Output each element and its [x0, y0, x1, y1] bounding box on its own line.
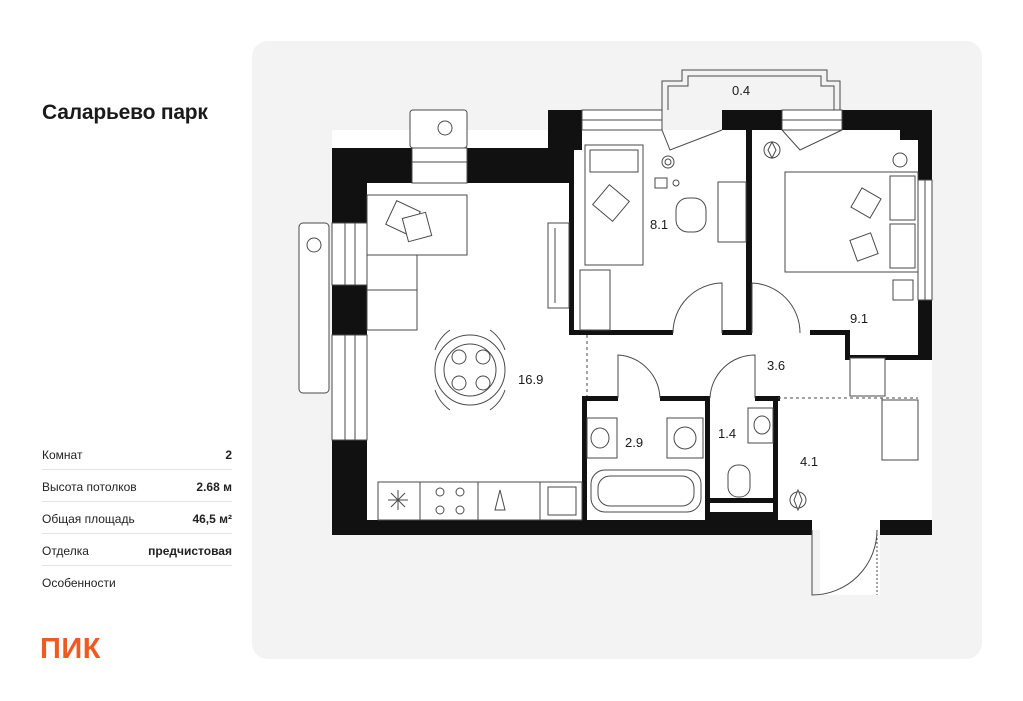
snowflake-icon	[388, 490, 408, 510]
spec-features: Особенности	[42, 566, 232, 598]
small-bedroom-furniture	[579, 144, 747, 331]
label-hall: 3.6	[767, 358, 785, 373]
spec-rooms: Комнат 2	[42, 438, 232, 470]
desk-chair	[675, 197, 707, 233]
burner-4	[455, 505, 465, 515]
kitchen-living-furniture	[366, 194, 583, 521]
ac-units	[298, 109, 468, 394]
desk	[717, 181, 747, 243]
label-entrance: 4.1	[800, 454, 818, 469]
burner-1	[435, 487, 445, 497]
toy-2	[654, 177, 668, 189]
spec-ceiling: Высота потолков 2.68 м	[42, 470, 232, 502]
windows	[331, 109, 933, 441]
entrance-wardrobe	[881, 399, 919, 461]
project-title: Саларьево парк	[42, 101, 208, 124]
bedside-table	[892, 279, 914, 301]
large-bedroom-furniture	[784, 152, 919, 461]
spec-ceiling-label: Высота потолков	[42, 479, 137, 494]
room-labels: 0.4 16.9 8.1 9.1 3.6 2.9 1.4 4.1	[518, 83, 868, 469]
burner-2	[455, 487, 465, 497]
tv-unit	[547, 222, 570, 309]
specs-table: Комнат 2 Высота потолков 2.68 м Общая пл…	[42, 438, 232, 598]
plate-2	[475, 349, 491, 365]
spec-area: Общая площадь 46,5 м²	[42, 502, 232, 534]
spec-ceiling-value: 2.68 м	[196, 479, 232, 494]
wardrobe-large	[849, 357, 886, 397]
plant-icon	[763, 140, 807, 512]
label-bedroom-small: 8.1	[650, 217, 668, 232]
pillow-2	[849, 232, 879, 262]
plate-1	[451, 349, 467, 365]
spec-finish-label: Отделка	[42, 543, 89, 558]
pik-logo: ПИК	[40, 633, 101, 665]
bathroom-furniture	[586, 407, 774, 513]
burner-3	[435, 505, 445, 515]
toilet-bowl	[727, 464, 751, 498]
pillow-1	[850, 187, 882, 219]
spec-finish-value: предчистовая	[148, 543, 232, 558]
label-bathroom: 2.9	[625, 435, 643, 450]
spec-rooms-value: 2	[225, 447, 232, 462]
plate-3	[451, 375, 467, 391]
spec-features-label: Особенности	[42, 576, 116, 590]
plate-4	[475, 375, 491, 391]
label-toilet: 1.4	[718, 426, 736, 441]
spec-rooms-label: Комнат	[42, 447, 83, 462]
kitchen-tap	[494, 489, 506, 511]
spec-area-label: Общая площадь	[42, 511, 135, 526]
kitchen-sink	[547, 486, 577, 516]
label-bedroom-large: 9.1	[850, 311, 868, 326]
doors	[586, 129, 918, 596]
wardrobe	[579, 269, 611, 331]
balcony	[661, 69, 841, 110]
spec-finish: Отделка предчистовая	[42, 534, 232, 566]
label-kitchen-living: 16.9	[518, 372, 543, 387]
interior-walls	[569, 130, 918, 520]
bedside-lamp-1	[892, 152, 908, 168]
spec-area-value: 46,5 м²	[192, 511, 232, 526]
label-balcony: 0.4	[732, 83, 750, 98]
pillow	[591, 183, 631, 223]
sofa-side	[366, 254, 418, 331]
cushion-2	[401, 211, 433, 243]
